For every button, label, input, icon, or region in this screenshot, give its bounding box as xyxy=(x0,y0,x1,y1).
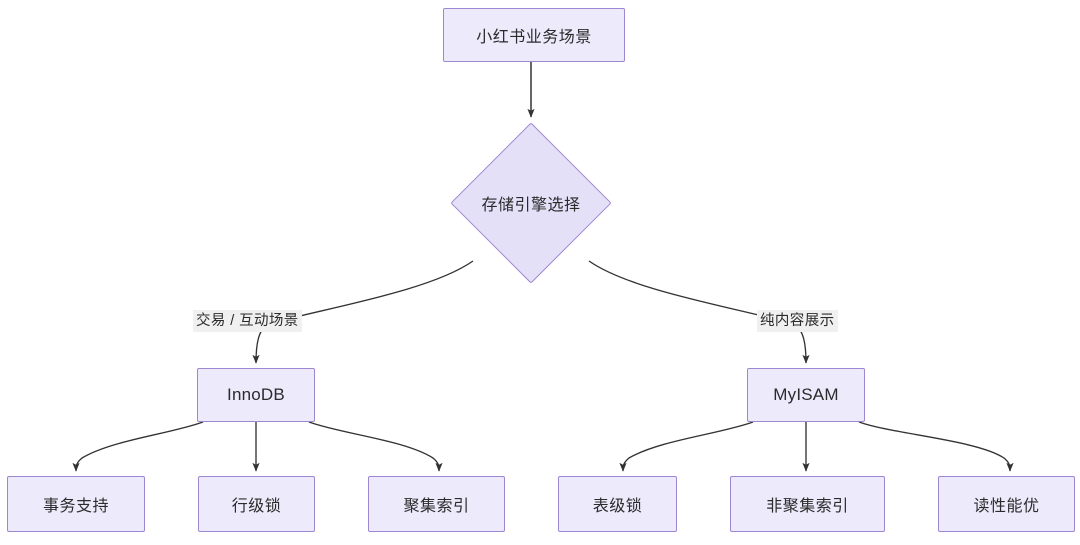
node-innodb-label: InnoDB xyxy=(227,385,285,404)
edge-label-pure-content: 纯内容展示 xyxy=(757,310,838,333)
edge-innodb-to-feature-1 xyxy=(72,421,204,472)
node-myisam-feature-3-label: 读性能优 xyxy=(973,498,1040,515)
node-innodb-feature-clustered-index[interactable]: 聚集索引 xyxy=(368,476,505,532)
edge-label-right-text: 纯内容展示 xyxy=(760,313,835,329)
node-myisam-label: MyISAM xyxy=(773,385,839,404)
node-myisam-feature-read-performance[interactable]: 读性能优 xyxy=(938,476,1075,532)
edge-myisam-to-feature-1 xyxy=(619,421,754,472)
node-innodb-feature-3-label: 聚集索引 xyxy=(403,498,470,515)
node-myisam-feature-2-label: 非聚集索引 xyxy=(766,498,849,515)
node-myisam-feature-table-lock[interactable]: 表级锁 xyxy=(558,476,677,532)
node-business-scenario-label: 小红书业务场景 xyxy=(476,29,592,46)
node-innodb-feature-transaction-support[interactable]: 事务支持 xyxy=(7,476,145,532)
node-myisam-feature-nonclustered-index[interactable]: 非聚集索引 xyxy=(730,476,885,532)
node-innodb-feature-2-label: 行级锁 xyxy=(231,498,282,515)
edge-label-left-text: 交易 / 互动场景 xyxy=(196,313,299,329)
node-storage-engine-decision[interactable]: 存储引擎选择 xyxy=(450,122,612,284)
node-innodb[interactable]: InnoDB xyxy=(197,368,315,422)
node-myisam[interactable]: MyISAM xyxy=(747,368,865,422)
edge-label-transaction-interaction: 交易 / 互动场景 xyxy=(193,310,302,333)
node-business-scenario[interactable]: 小红书业务场景 xyxy=(443,8,625,62)
node-storage-engine-decision-label: 存储引擎选择 xyxy=(481,197,581,214)
edge-innodb-to-feature-3 xyxy=(308,421,443,472)
node-innodb-feature-row-lock[interactable]: 行级锁 xyxy=(198,476,315,532)
node-innodb-feature-1-label: 事务支持 xyxy=(42,498,109,515)
edge-myisam-to-feature-3 xyxy=(858,421,1014,472)
node-myisam-feature-1-label: 表级锁 xyxy=(592,498,643,515)
